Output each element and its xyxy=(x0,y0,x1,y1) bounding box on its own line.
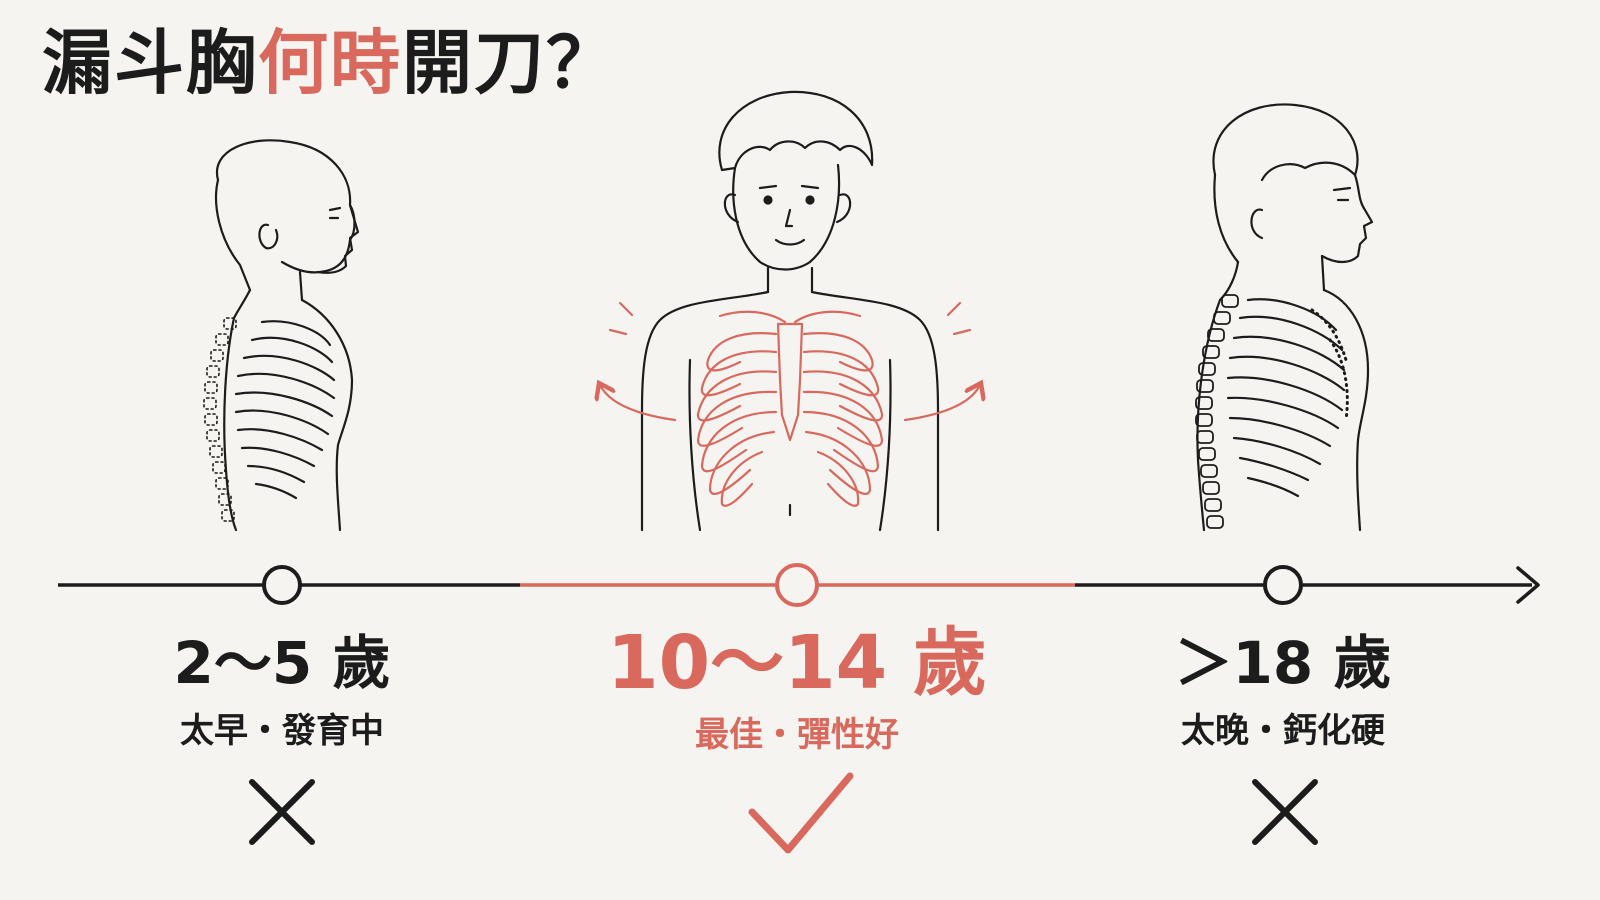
stage-early: 2～5 歲 太早・發育中 xyxy=(72,634,492,748)
check-icon xyxy=(748,772,854,854)
stage-note: 最佳・彈性好 xyxy=(695,715,899,755)
timeline xyxy=(58,563,1540,607)
stage-best: 10～14 歲 最佳・彈性好 xyxy=(587,626,1007,752)
cross-icon xyxy=(249,779,315,845)
adult-figure xyxy=(1195,103,1374,532)
title-suffix: 開刀？ xyxy=(402,22,618,104)
teen-figure xyxy=(640,90,940,532)
timeline-marker-best xyxy=(775,563,819,607)
stage-note: 太早・發育中 xyxy=(180,711,384,751)
ribcage xyxy=(600,301,980,507)
stage-age: 10～14 歲 xyxy=(607,620,987,706)
title-prefix: 漏斗胸 xyxy=(42,22,258,104)
timeline-marker-late xyxy=(1263,565,1303,605)
title-highlight: 何時 xyxy=(258,22,402,104)
stage-age: 2～5 歲 xyxy=(173,629,391,697)
timeline-marker-early xyxy=(262,565,302,605)
child-figure xyxy=(203,139,360,532)
page-title: 漏斗胸何時開刀？ xyxy=(42,28,618,98)
stage-late: ＞18 歲 太晚・鈣化硬 xyxy=(1073,634,1493,748)
stage-note: 太晚・鈣化硬 xyxy=(1181,711,1385,751)
stage-age: ＞18 歲 xyxy=(1174,629,1392,697)
cross-icon xyxy=(1252,779,1318,845)
timeline-arrowhead xyxy=(1516,566,1540,604)
